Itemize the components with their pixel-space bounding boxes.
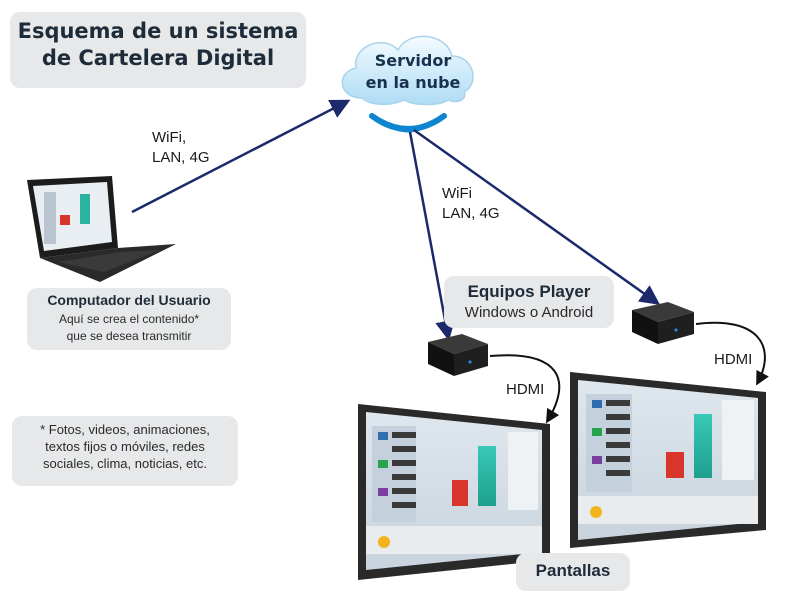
link-label-user-line-2: LAN, 4G <box>152 149 210 166</box>
title-line-1: Esquema de un sistema <box>17 19 299 43</box>
user-computer-line-1: Aquí se crea el contenido* <box>58 312 200 326</box>
cloud-label-line-2: en la nube <box>365 73 461 92</box>
link-label-players: WiFi LAN, 4G <box>442 184 500 224</box>
arrow-laptop-to-cloud <box>131 99 351 214</box>
player-device-left <box>428 334 488 376</box>
signal-icon <box>369 113 447 133</box>
cloud-icon <box>341 35 474 106</box>
laptop-icon <box>27 176 176 282</box>
screen-right <box>570 372 766 548</box>
cloud-label-line-1: Servidor <box>374 51 452 70</box>
user-computer-box <box>27 288 231 350</box>
player-device-right <box>632 302 694 344</box>
cloud-label: Servidor en la nube <box>350 50 476 94</box>
user-computer-description: Aquí se crea el contenido* que se desea … <box>27 311 231 345</box>
diagram-title: Esquema de un sistema de Cartelera Digit… <box>10 18 306 72</box>
link-label-players-line-2: LAN, 4G <box>442 205 500 222</box>
screens-label: Pantallas <box>535 561 611 580</box>
title-line-2: de Cartelera Digital <box>41 46 275 70</box>
footnote-box <box>12 416 238 486</box>
footnote-line-3: sociales, clima, noticias, etc. <box>42 456 207 471</box>
user-computer-title: Computador del Usuario <box>47 292 211 308</box>
players-subtitle: Windows o Android <box>464 304 594 321</box>
players-title: Equipos Player <box>467 282 591 301</box>
hdmi-cable-left <box>489 354 561 424</box>
players-box <box>444 276 614 328</box>
footnote-text: * Fotos, videos, animaciones, textos fij… <box>12 421 238 472</box>
arrow-cloud-to-player-left <box>408 131 456 341</box>
screens-box <box>516 553 630 591</box>
hdmi-label-left: HDMI <box>506 381 545 398</box>
link-label-user-line-1: WiFi, <box>152 129 187 146</box>
screen-left <box>358 404 550 580</box>
title-box <box>10 12 306 88</box>
footnote-line-2: textos fijos o móviles, redes <box>45 439 205 454</box>
hdmi-label-right: HDMI <box>714 351 753 368</box>
arrow-cloud-to-player-right <box>413 128 661 305</box>
link-label-user: WiFi, LAN, 4G <box>152 128 210 168</box>
link-label-players-line-1: WiFi <box>442 185 472 202</box>
hdmi-cable-right <box>695 321 769 386</box>
user-computer-line-2: que se desea transmitir <box>66 329 192 343</box>
footnote-line-1: * Fotos, videos, animaciones, <box>40 422 210 437</box>
